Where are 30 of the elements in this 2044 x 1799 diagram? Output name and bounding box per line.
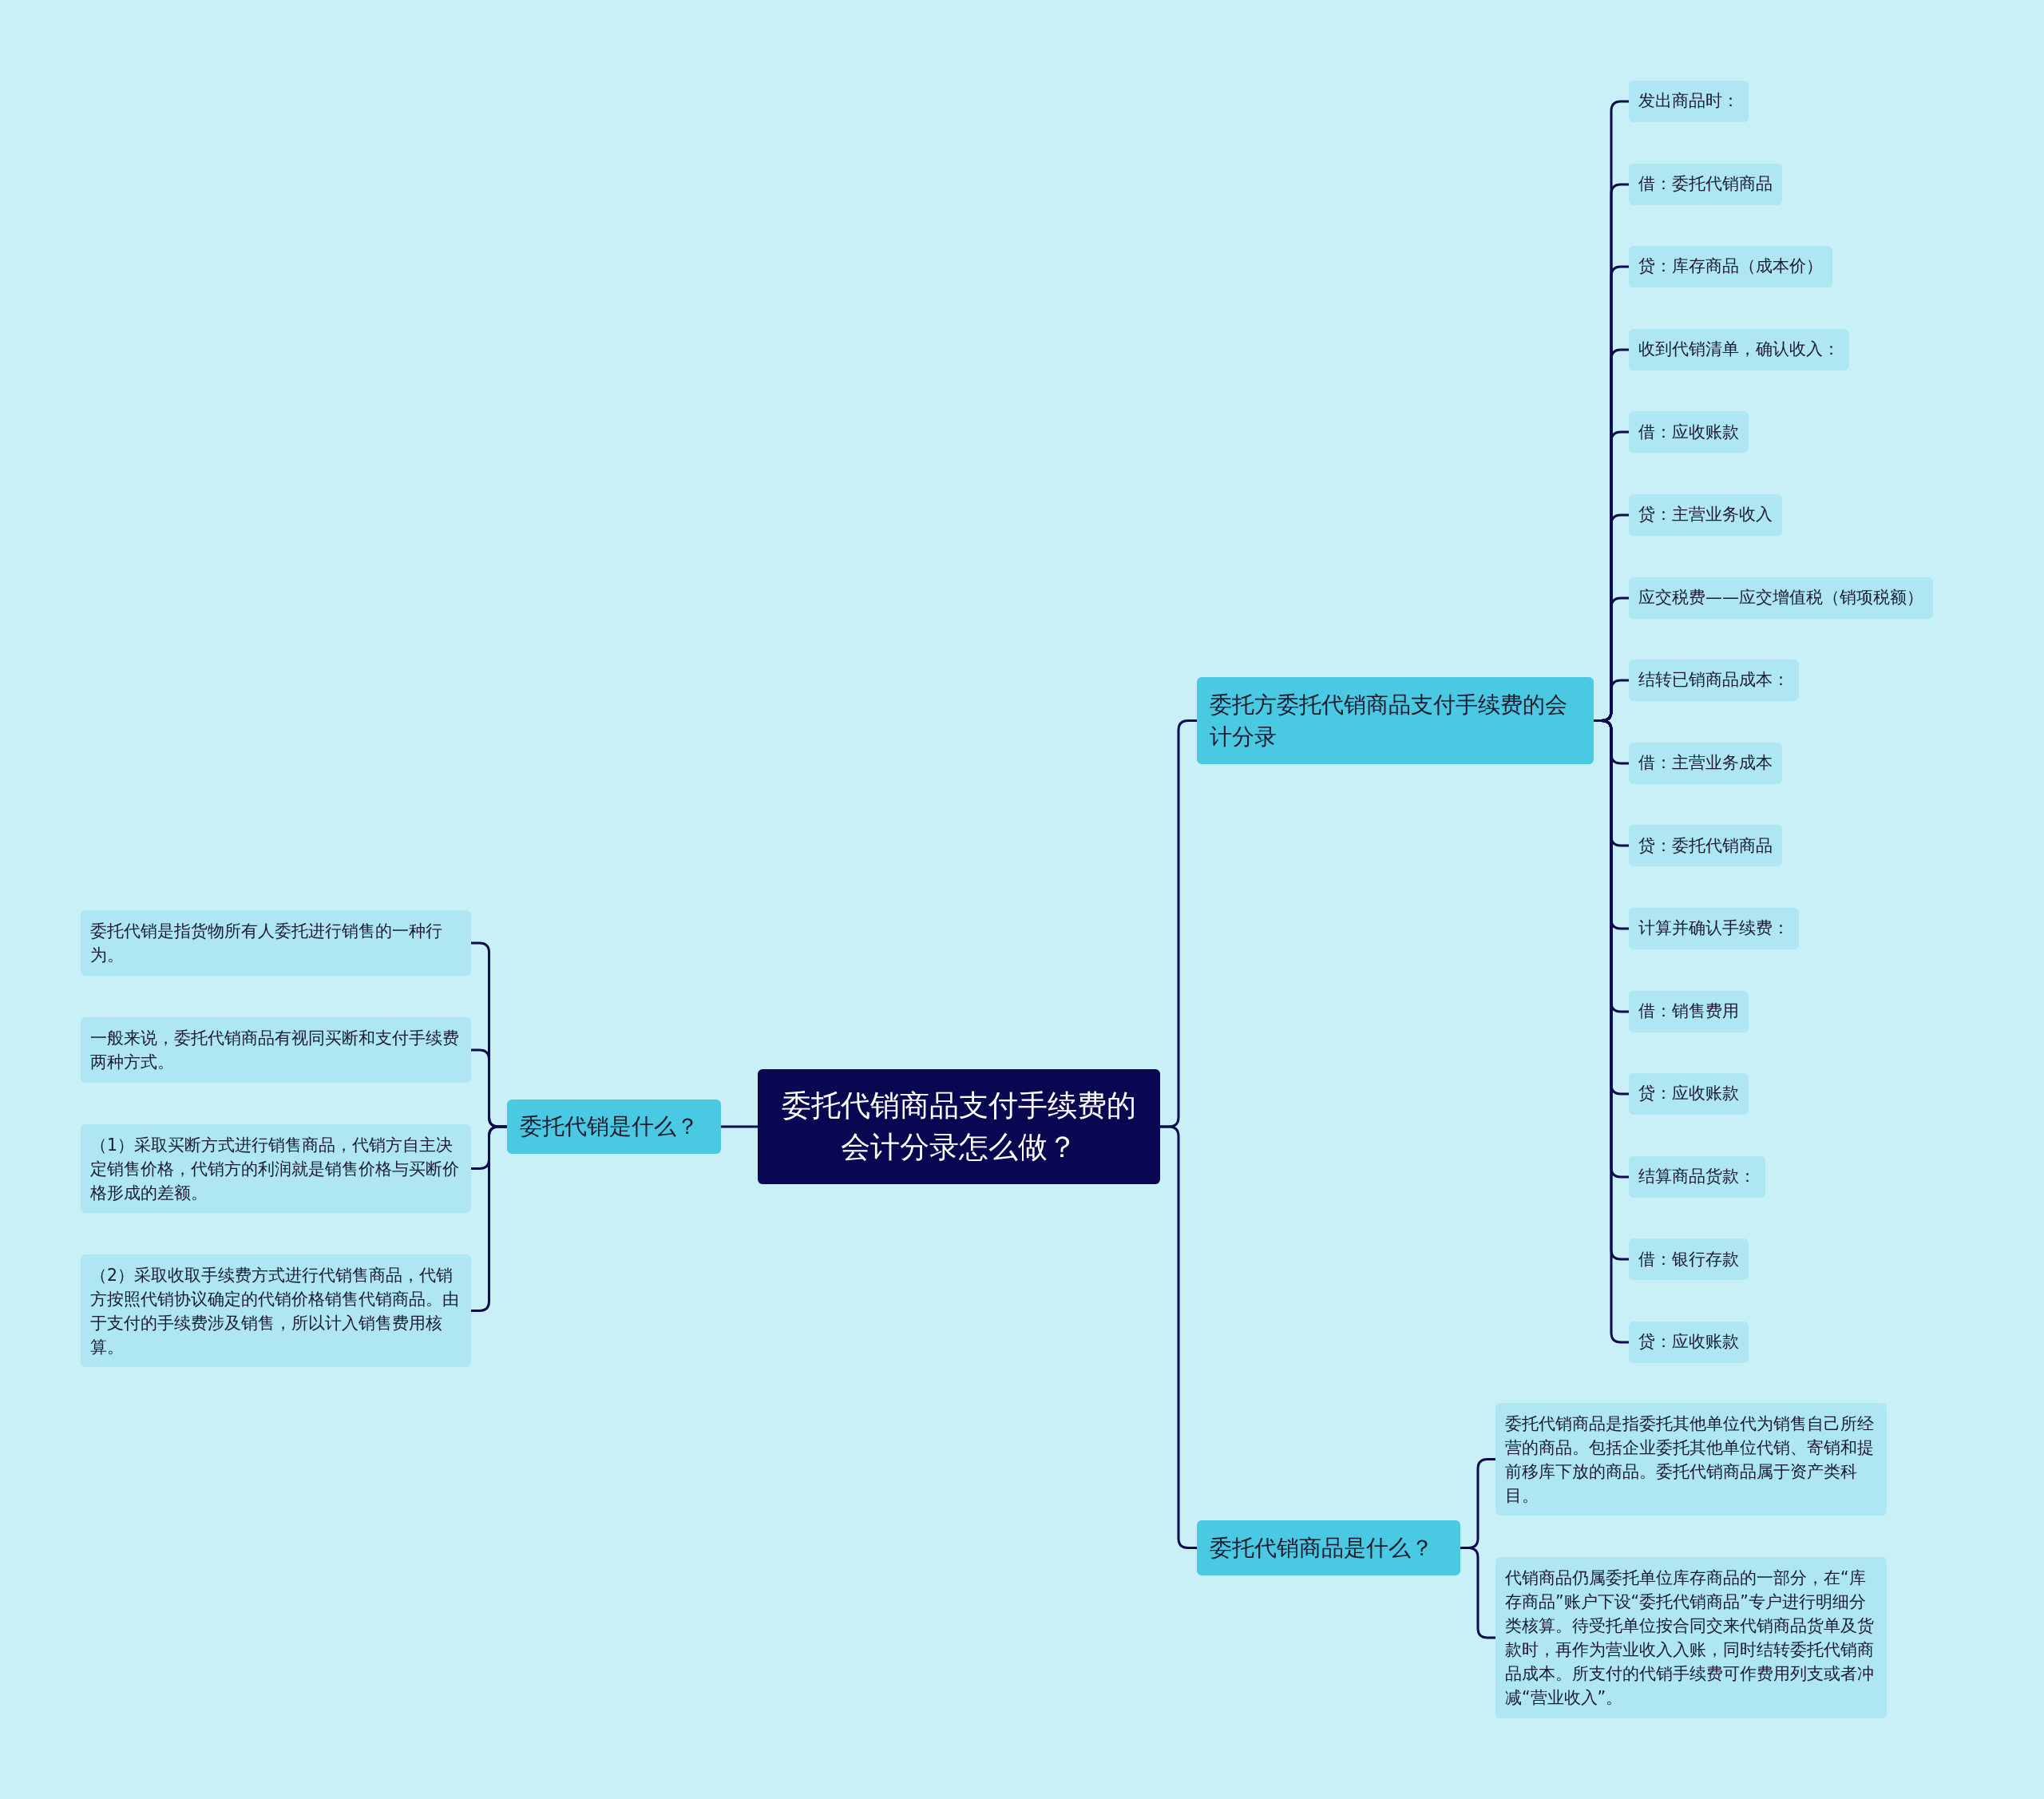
- note-box: 委托代销是指货物所有人委托进行销售的一种行为。: [81, 910, 471, 976]
- connector-line: [1160, 1125, 1197, 1549]
- note-box: （1）采取买断方式进行销售商品，代销方自主决定销售价格，代销方的利润就是销售价格与买断价格形成的差额。: [81, 1124, 471, 1213]
- subtopic-box: 结转已销商品成本：: [1629, 660, 1799, 702]
- subtopic-box: 收到代销清单，确认收入：: [1629, 328, 1849, 370]
- subtopic-box: 结算商品货款：: [1629, 1155, 1765, 1198]
- topic-box: 委托代销商品是什么？: [1197, 1520, 1460, 1575]
- note-box: 代销商品仍属委托单位库存商品的一部分，在“库存商品”账户下设“委托代销商品”专户进行明细分类核算。待受托单位按合同交来代销商品货单及货款时，再作为营业收入入账，同时结转委托代销商品成本。所支付的代销手续费可作费用列支或者冲减“营业收入”。: [1495, 1557, 1887, 1718]
- subtopic-box: 计算并确认手续费：: [1629, 908, 1799, 949]
- subtopic-box: 贷：库存商品（成本价）: [1629, 246, 1832, 288]
- topic-box: 委托代销是什么？: [507, 1100, 721, 1154]
- note-box: （2）采取收取手续费方式进行代销售商品，代销方按照代销协议确定的代销价格销售代销商品。由于支付的手续费涉及销售，所以计入销售费用核算。: [81, 1254, 471, 1367]
- subtopic-box: 借：主营业务成本: [1629, 742, 1782, 784]
- connector-line: [471, 1125, 507, 1312]
- subtopic-box: 借：银行存款: [1629, 1238, 1749, 1281]
- subtopic-box: 应交税费——应交增值税（销项税额）: [1629, 577, 1933, 619]
- root-topic-box: 委托代销商品支付手续费的会计分录怎么做？: [758, 1069, 1160, 1184]
- subtopic-box: 贷：应收账款: [1629, 1073, 1749, 1115]
- note-box: 一般来说，委托代销商品有视同买断和支付手续费两种方式。: [81, 1017, 471, 1083]
- subtopic-box: 贷：委托代销商品: [1629, 825, 1782, 867]
- subtopic-box: 贷：应收账款: [1629, 1322, 1749, 1363]
- subtopic-box: 贷：主营业务收入: [1629, 494, 1782, 536]
- topic-box: 委托方委托代销商品支付手续费的会计分录: [1197, 677, 1594, 764]
- subtopic-box: 借：应收账款: [1629, 411, 1749, 454]
- subtopic-box: 借：销售费用: [1629, 990, 1749, 1032]
- note-box: 委托代销商品是指委托其他单位代为销售自己所经营的商品。包括企业委托其他单位代销、寄销和提前移库下放的商品。委托代销商品属于资产类科目。: [1495, 1403, 1887, 1516]
- subtopic-box: 发出商品时：: [1629, 81, 1749, 122]
- connector-line: [721, 1125, 758, 1128]
- subtopic-box: 借：委托代销商品: [1629, 163, 1782, 205]
- connector-line: [1460, 1547, 1495, 1639]
